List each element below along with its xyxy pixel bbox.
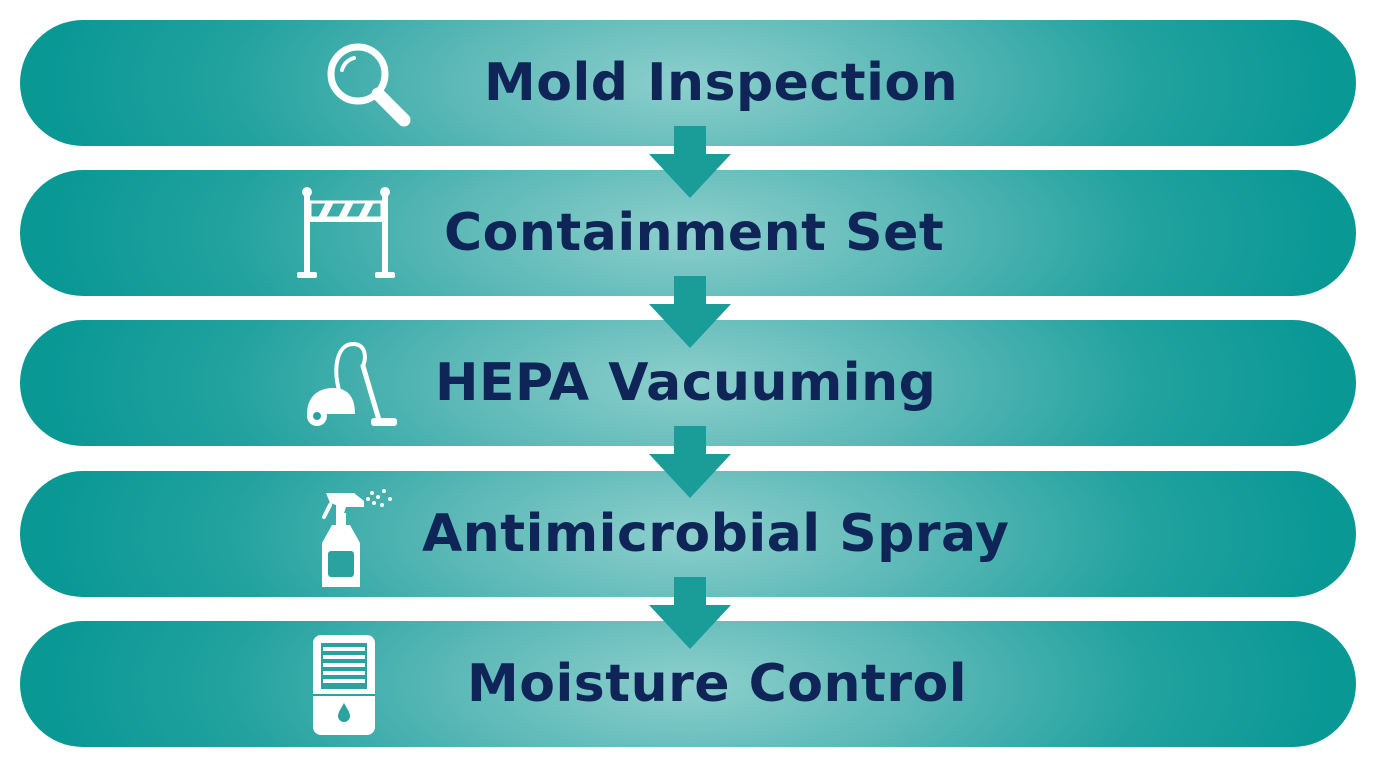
- step-mold-inspection: Mold Inspection: [20, 20, 1356, 146]
- step-label: Containment Set: [444, 203, 945, 263]
- step-label: Mold Inspection: [484, 53, 959, 113]
- step-label: Moisture Control: [467, 654, 968, 714]
- flow-arrow-down-icon: [649, 426, 731, 498]
- vacuum-cleaner-icon: [293, 328, 403, 438]
- dehumidifier-icon: [307, 629, 417, 739]
- step-containment-set: Containment Set: [20, 170, 1356, 296]
- step-label: HEPA Vacuuming: [435, 353, 937, 413]
- step-label: Antimicrobial Spray: [422, 504, 1010, 564]
- magnifying-glass-icon: [310, 28, 420, 138]
- flow-arrow-down-icon: [649, 577, 731, 649]
- barrier-icon: [291, 178, 401, 288]
- flow-arrow-down-icon: [649, 126, 731, 198]
- spray-bottle-icon: [302, 479, 412, 589]
- flow-arrow-down-icon: [649, 276, 731, 348]
